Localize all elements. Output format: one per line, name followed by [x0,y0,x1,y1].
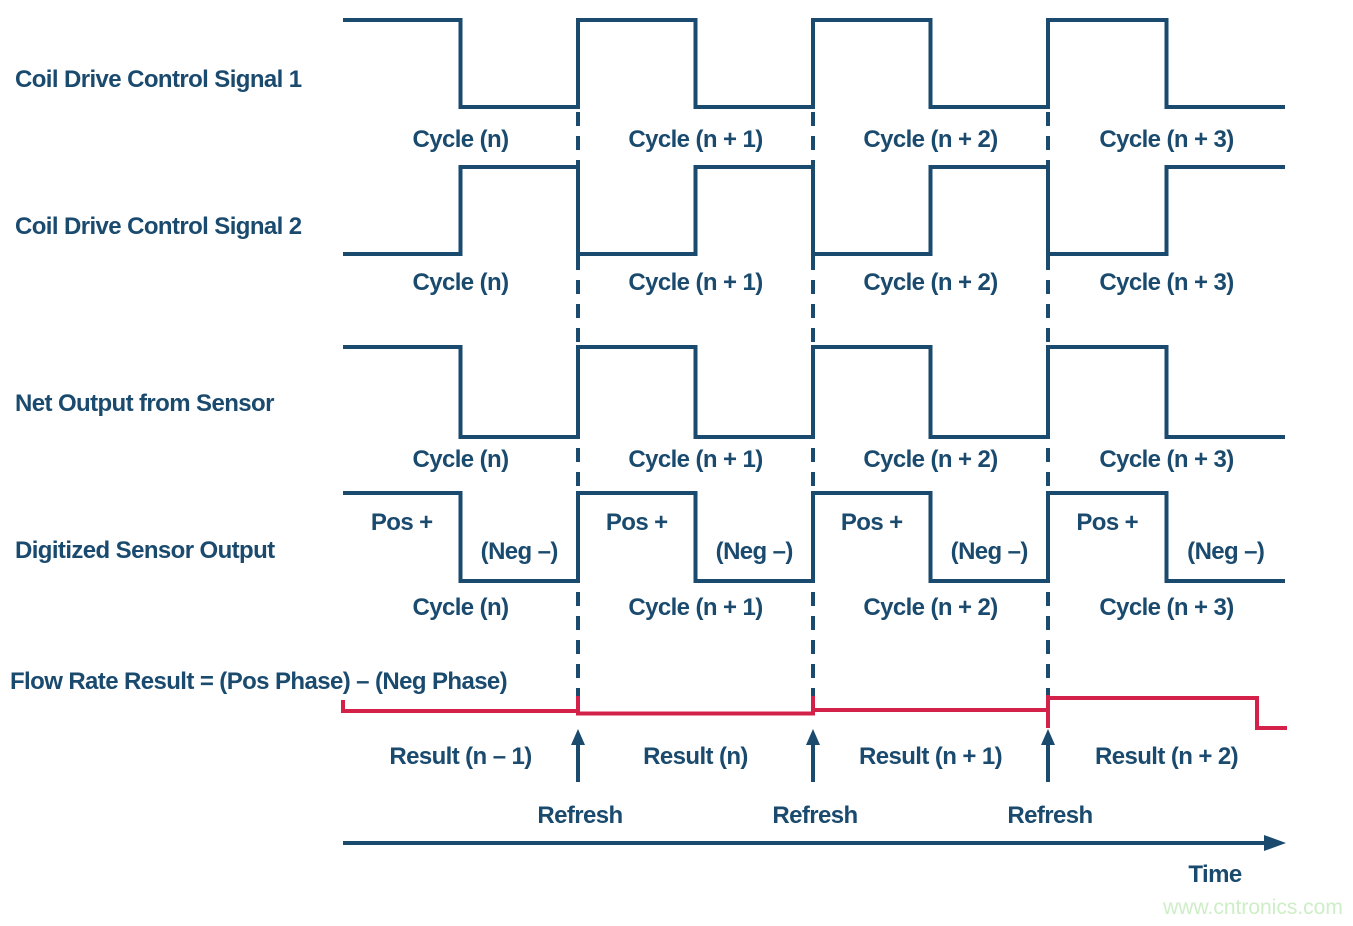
watermark-text: www.cntronics.com [1163,896,1343,919]
cycle-label: Cycle (n + 1) [628,126,763,153]
result-label: Result (n) [643,743,748,770]
cycle-label: Cycle (n + 1) [628,594,763,621]
signal2-row-label: Coil Drive Control Signal 2 [15,213,302,240]
cycle-label: Cycle (n + 3) [1099,126,1234,153]
refresh-arrow-head [571,729,585,745]
digitized-output-row-label: Digitized Sensor Output [15,537,275,564]
cycle-label: Cycle (n) [412,269,510,296]
cycle-label: Cycle (n + 2) [863,446,998,473]
cycle-label: Cycle (n + 2) [863,126,998,153]
refresh-arrow-head [1041,729,1055,745]
refresh-label: Refresh [537,802,623,829]
cycle-label: Cycle (n) [412,126,510,153]
neg-phase-label: (Neg –) [480,538,559,565]
result-label: Result (n + 2) [1095,743,1239,770]
refresh-arrow-head [806,729,820,745]
pos-phase-label: Pos + [1076,509,1139,536]
flow-rate-result-line [341,695,1287,730]
pos-phase-label: Pos + [370,509,433,536]
signal3-waveform [343,345,1285,439]
cycle-label: Cycle (n + 3) [1099,594,1234,621]
cycle-label: Cycle (n + 2) [863,594,998,621]
pos-phase-label: Pos + [605,509,668,536]
neg-phase-label: (Neg –) [1187,538,1265,565]
cycle-label: Cycle (n + 2) [863,269,998,296]
cycle-label: Cycle (n + 1) [628,446,763,473]
refresh-label: Refresh [1007,802,1093,829]
signal1-waveform [343,18,1285,109]
result-label: Result (n + 1) [859,743,1003,770]
neg-phase-label: (Neg –) [715,538,794,565]
cycle-label: Cycle (n) [412,446,510,473]
cycle-label: Cycle (n + 3) [1099,446,1234,473]
result-label: Result (n – 1) [389,743,532,770]
neg-phase-label: (Neg –) [950,538,1029,565]
pos-phase-label: Pos + [840,509,903,536]
signal1-row-label: Coil Drive Control Signal 1 [15,66,302,93]
flow-rate-formula-label: Flow Rate Result = (Pos Phase) – (Neg Ph… [10,668,508,695]
cycle-label: Cycle (n + 1) [628,269,763,296]
cycle-label: Cycle (n) [412,594,510,621]
cycle-label: Cycle (n + 3) [1099,269,1234,296]
time-axis-arrow-head [1264,835,1286,851]
net-output-row-label: Net Output from Sensor [15,390,274,417]
signal2-waveform [343,165,1285,256]
refresh-label: Refresh [772,802,858,829]
time-axis-label: Time [1188,861,1242,888]
signal4-waveform [343,491,1285,583]
